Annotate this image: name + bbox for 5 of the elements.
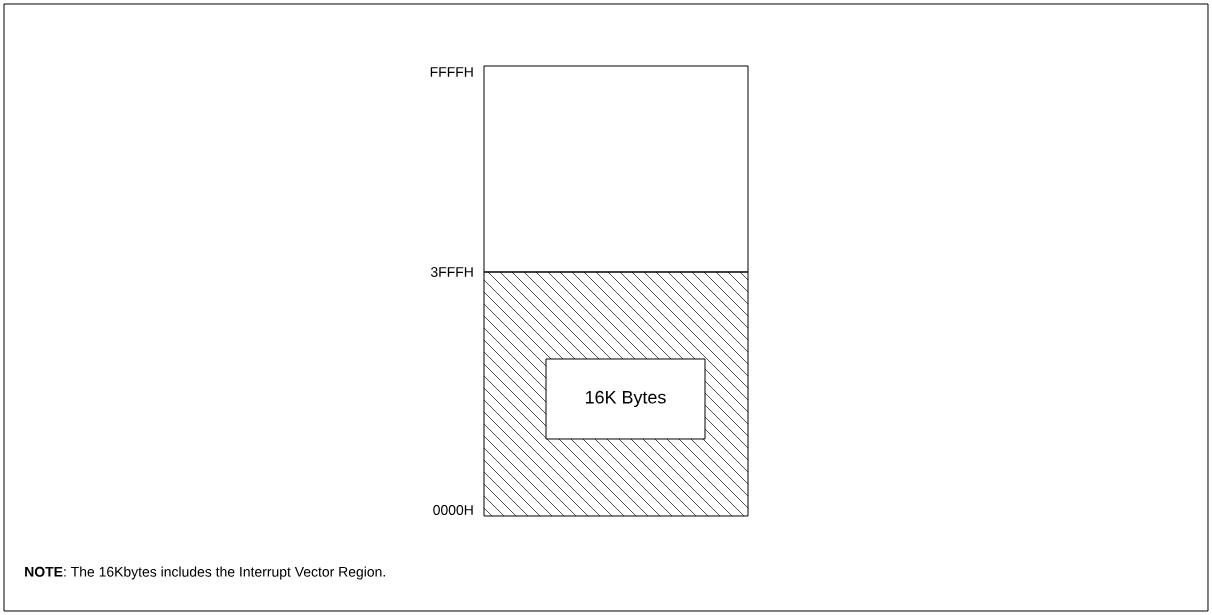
- note-text: NOTE: The 16Kbytes includes the Interrupt Vector Region.: [25, 566, 385, 580]
- address-label: 3FFFH: [430, 267, 473, 277]
- memory-block: [483, 65, 749, 273]
- label-box: 16K Bytes: [545, 358, 706, 440]
- address-label: 0000H: [433, 505, 473, 515]
